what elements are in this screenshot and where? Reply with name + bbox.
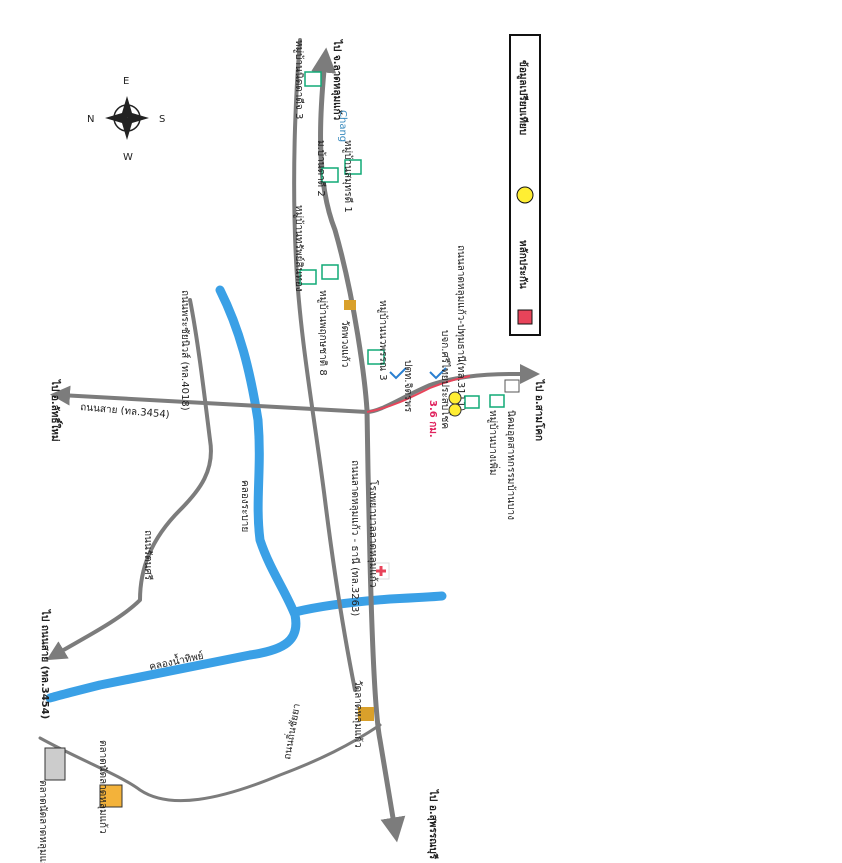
svg-text:ปตท.จิตรพร: ปตท.จิตรพร: [402, 360, 413, 413]
place-village-3: หมู่บ้านสมุทรดี 1: [342, 140, 362, 213]
factory-icon: [504, 379, 520, 393]
svg-text:หมู่บ้านนิดดาดีจ 3: หมู่บ้านนิดดาดีจ 3: [293, 40, 305, 119]
svg-text:Chang: Chang: [337, 110, 348, 142]
place-village-n: หมู่บ้านบางเพิ่ม: [448, 391, 505, 475]
label-bottom-road: ถนนถิ่นชัยยา: [279, 702, 303, 760]
svg-text:วัดพวงแก้ว: วัดพวงแก้ว: [339, 320, 351, 367]
place-village-1: หมู่บ้านนิดดาดีจ 3: [293, 40, 322, 119]
roads: [38, 38, 540, 843]
circle-icon: [448, 403, 462, 417]
temple-icon: [344, 300, 356, 310]
place-gas: ปตท.จิตรพร บจก.ศรีไทยประสบโชค: [389, 330, 452, 429]
label-chan-road: ถนนพระชัยนิวส์ (ทล.4018): [179, 290, 191, 411]
label-distance: 3.6 กม.: [427, 400, 438, 438]
label-pathum-road: ถนนลาดหลุมแก้ว-ปทุมธานี(ทล.3111): [455, 245, 467, 411]
compass-e: E: [123, 76, 129, 87]
place-temple-1: วัดพวงแก้ว: [339, 300, 356, 367]
svg-text:ม.บ้านดาดี 2: ม.บ้านดาดี 2: [315, 140, 327, 197]
svg-text:ตลาดนัดลาดหลุมแก้ว: ตลาดนัดลาดหลุมแก้ว: [37, 780, 49, 863]
route-distance: [366, 375, 471, 413]
place-village-2: ม.บ้านดาดี 2: [315, 140, 339, 197]
place-shop: ตลาดนัดลาดหลุมแก้ว: [37, 747, 66, 863]
road-bottom: [38, 723, 382, 803]
svg-text:วัดลาดหลุมแก้ว: วัดลาดหลุมแก้ว: [352, 680, 364, 748]
compass-rose-icon: [105, 96, 149, 140]
legend-marker-label: หลักประกัน: [517, 240, 529, 289]
house-icon: [344, 159, 362, 175]
house-icon: [299, 269, 317, 285]
place-temple-2: วัดลาดหลุมแก้ว: [352, 680, 374, 748]
label-ratnasri-road: ถนนรัตนศรี: [142, 530, 154, 581]
place-village-4: หมู่บ้านทรัพย์สินทอง: [293, 205, 317, 292]
dest-left-top: ไป อ.ลัทธิ์ใหม่: [49, 379, 63, 442]
road-secondary: [292, 38, 357, 692]
place-village-6: หมู่บ้านนวพรรณ 3: [367, 300, 389, 381]
dest-right: ไป อ.สามโคก: [533, 379, 546, 441]
legend-title: ข้อมูลเปรียบเทียบ: [516, 60, 529, 135]
compass-w: W: [123, 152, 133, 163]
rivers: [45, 285, 447, 703]
place-chang: Chang: [337, 110, 348, 142]
house-icon: [464, 395, 480, 409]
house-icon: [321, 264, 339, 280]
svg-text:โรงพยาบาลลาดหลุมแก้ว: โรงพยาบาลลาดหลุมแก้ว: [367, 480, 380, 587]
house-icon: [367, 349, 385, 365]
svg-text:หมู่บ้านนวพรรณ 3: หมู่บ้านนวพรรณ 3: [377, 300, 389, 381]
river-line-2: [290, 591, 447, 617]
temple-icon: [358, 707, 374, 721]
road-main: [364, 407, 406, 843]
legend-circle-icon: [516, 186, 534, 204]
compass: N S E W: [87, 76, 165, 163]
svg-text:หมู่บ้านพฤกษชาติ 8: หมู่บ้านพฤกษชาติ 8: [317, 290, 329, 376]
house-icon: [489, 394, 505, 408]
place-market: ตลาดนัดลาดหลุมแก้ว: [97, 740, 123, 834]
svg-text:หมู่บ้านสมุทรดี 1: หมู่บ้านสมุทรดี 1: [342, 140, 354, 213]
svg-text:หมู่บ้านทรัพย์สินทอง: หมู่บ้านทรัพย์สินทอง: [293, 205, 305, 292]
market-icon: [99, 784, 123, 808]
train-icon: [44, 747, 66, 781]
svg-text:หมู่บ้านบางเพิ่ม: หมู่บ้านบางเพิ่ม: [487, 410, 501, 475]
place-center: นิคมอุตสาหกรรมบ้านบาง: [504, 379, 520, 520]
house-icon: [304, 71, 322, 87]
check-icon: [429, 367, 447, 380]
svg-text:นิคมอุตสาหกรรมบ้านบาง: นิคมอุตสาหกรรมบ้านบาง: [505, 410, 517, 520]
label-main-road: ถนนลาดหลุมแก้ว - ธานี (ทล.3263): [349, 460, 361, 616]
label-top-left-road: ถนนสาย (ทล.3454): [80, 402, 170, 421]
compass-n: N: [87, 114, 94, 125]
dest-lower-left: ไป ถนนสาย (ทล.3454): [39, 609, 52, 719]
label-river-1: คลองระบาย: [239, 480, 250, 532]
dest-top: ไป จ.ลาดหลุมแก้ว: [331, 39, 344, 121]
place-hospital: โรงพยาบาลลาดหลุมแก้ว: [367, 480, 390, 587]
svg-text:บจก.ศรีไทยประสบโชค: บจก.ศรีไทยประสบโชค: [439, 330, 452, 429]
place-village-5: หมู่บ้านพฤกษชาติ 8: [317, 264, 339, 376]
circle-icon: [448, 391, 462, 405]
svg-text:ตลาดนัดลาดหลุมแก้ว: ตลาดนัดลาดหลุมแก้ว: [97, 740, 109, 834]
river-line-1: [45, 285, 301, 703]
dest-bottom: ไป อ.สุพรรณบุรี: [427, 789, 440, 860]
legend: ข้อมูลเปรียบเทียบ หลักประกัน: [509, 34, 541, 336]
legend-marker-icon: [517, 309, 533, 325]
check-icon: [389, 367, 407, 380]
house-icon: [321, 167, 339, 183]
compass-s: S: [159, 114, 165, 125]
road-left: [46, 298, 213, 661]
